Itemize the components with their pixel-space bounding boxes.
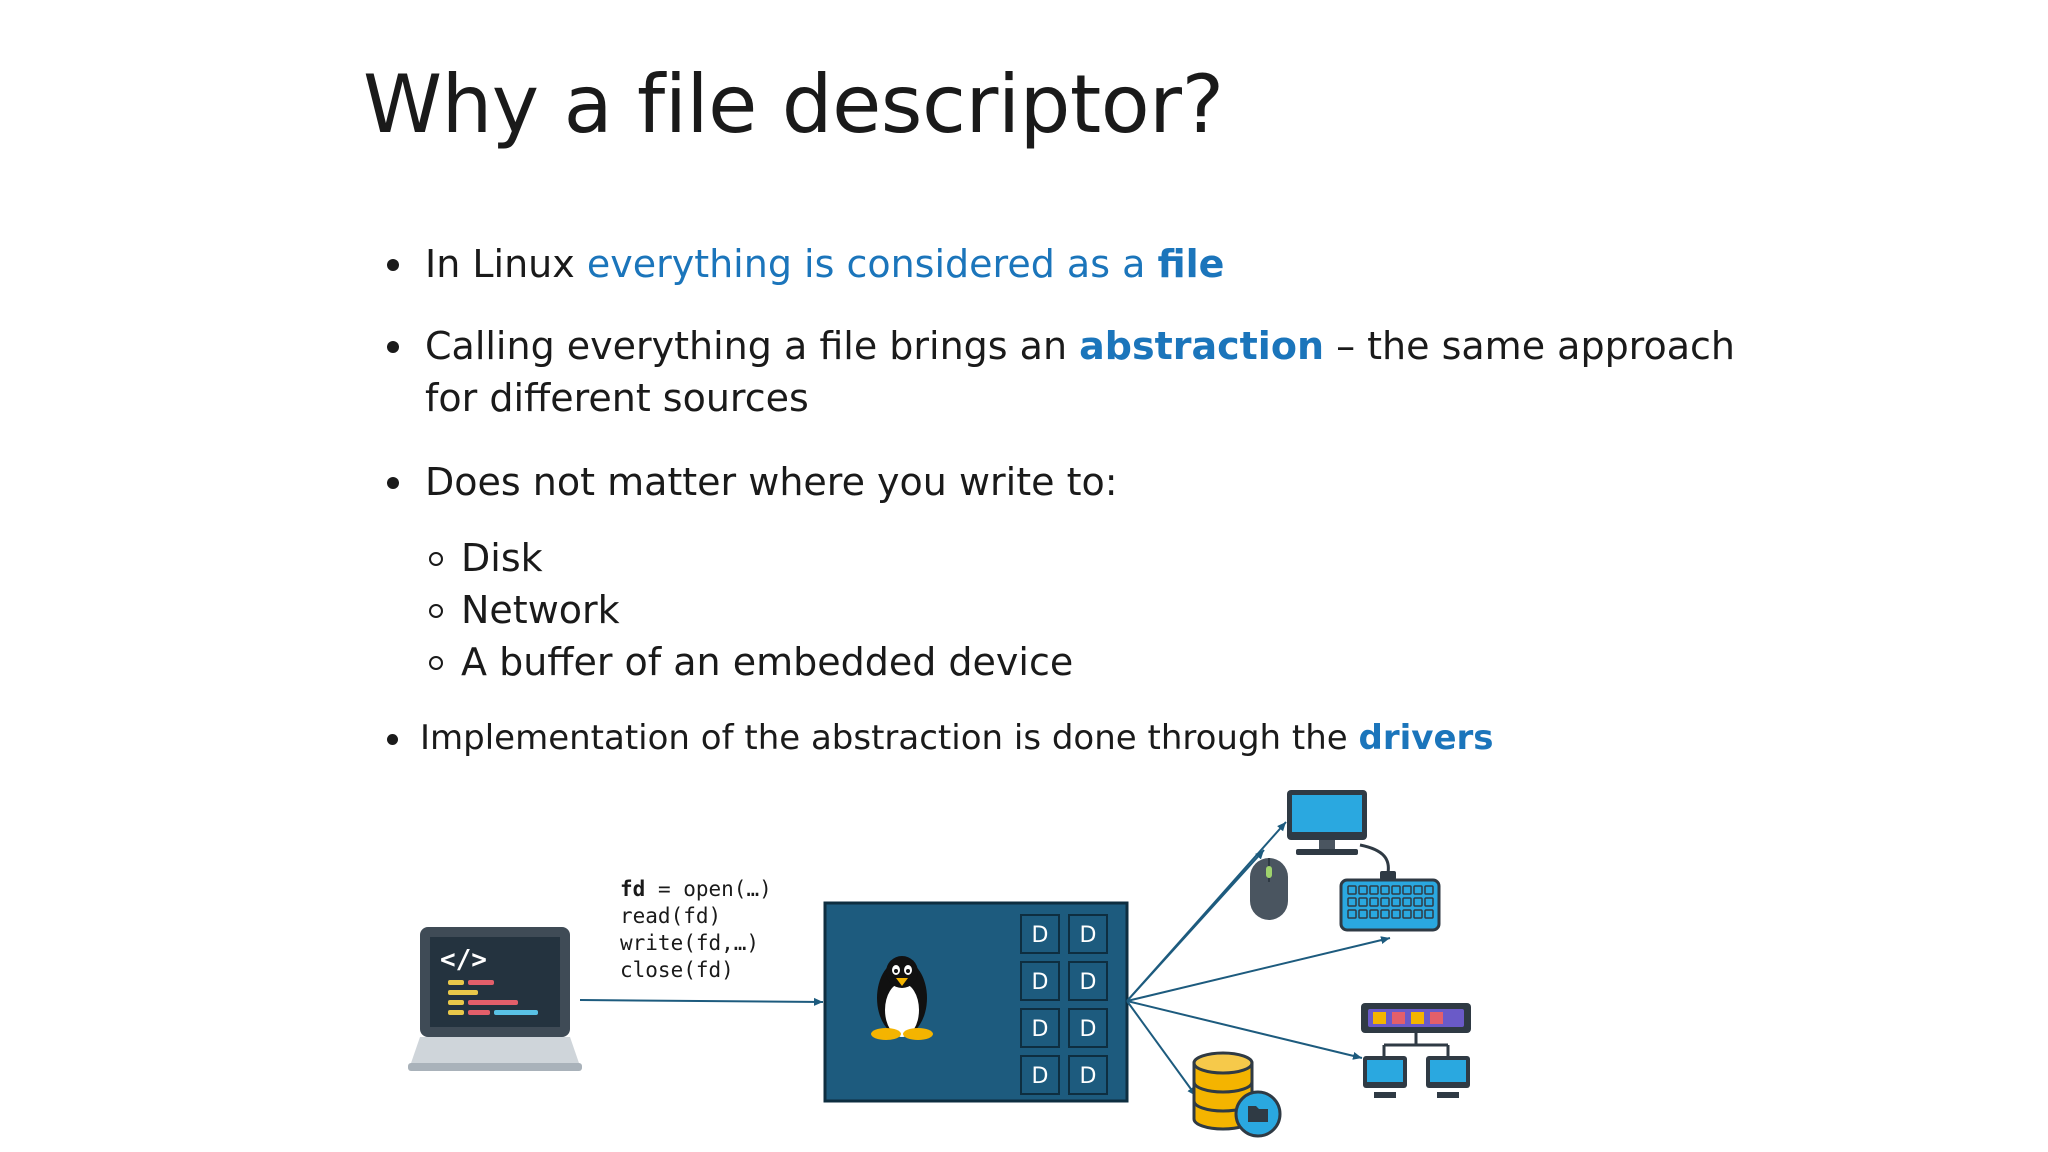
sub-bullet-text: A buffer of an embedded device [461,640,1074,684]
mouse-icon [1250,858,1288,920]
arrow-to-network [1126,1000,1363,1060]
bullet-keyword: drivers [1358,718,1494,758]
sub-bullet-list: Disk Network A buffer of an embedded dev… [383,532,1783,688]
sub-bullet-network: Network [383,584,1783,636]
bullet-write-targets: Does not matter where you write to: [383,456,1783,508]
arrow-to-keyboard [1126,936,1391,1002]
driver-cell: D [1020,1008,1060,1048]
driver-arrows [1126,821,1391,1097]
bullet-keyword: abstraction [1079,324,1324,368]
sub-bullet-ring-icon [429,604,443,618]
sub-bullet-text: Network [461,588,620,632]
driver-cell-label: D [1032,923,1049,948]
driver-cell: D [1068,1008,1108,1048]
bullet-list: In Linux everything is considered as a f… [383,238,1783,764]
bullet-text: Does not matter where you write to: [425,460,1118,504]
code-line-read: read(fd) [620,904,722,928]
database-folder-icon [1192,1051,1282,1138]
sub-bullet-disk: Disk [383,532,1783,584]
arrow-to-disk [1126,1000,1197,1097]
driver-cell-label: D [1032,970,1049,995]
code-line-open: fd = open(…) [620,877,772,901]
bullet-dot-icon [387,477,399,489]
bullet-drivers: Implementation of the abstraction is don… [383,712,1783,764]
bullet-text: Calling everything a file brings an [425,324,1080,368]
bullet-highlight: everything is considered as a [586,242,1158,286]
driver-cell: D [1020,914,1060,954]
bullet-dot-icon [387,341,399,353]
driver-cell-label: D [1080,970,1097,995]
driver-cell-label: D [1080,1064,1097,1089]
driver-cell-label: D [1080,923,1097,948]
syscall-arrow [579,997,824,1006]
driver-cell: D [1020,1055,1060,1095]
bullet-text-rest: – the same approach for different source… [425,324,1735,420]
driver-cell: D [1020,961,1060,1001]
sub-bullet-text: Disk [461,536,543,580]
bullet-keyword: file [1157,242,1225,286]
driver-cell-label: D [1032,1017,1049,1042]
monitor-icon [1287,790,1390,874]
syscall-code-block: fd = open(…) read(fd) write(fd,…) close(… [620,876,772,984]
bullet-text: Implementation of the abstraction is don… [420,718,1359,758]
linux-penguin-icon [871,956,933,1040]
keyboard-icon [1339,871,1441,932]
network-switch-icon [1361,1003,1471,1098]
driver-cell: D [1068,914,1108,954]
bullet-dot-icon [387,259,399,271]
laptop-code-icon: </> [408,927,582,1071]
svg-text:</>: </> [440,945,487,975]
code-line-close: close(fd) [620,958,734,982]
code-line-write: write(fd,…) [620,931,760,955]
bullet-everything-is-file: In Linux everything is considered as a f… [383,238,1783,290]
bullet-text: In Linux [425,242,587,286]
bullet-dot-icon [387,734,398,745]
arrow-to-mouse [1126,849,1265,1002]
sub-bullet-embedded: A buffer of an embedded device [383,636,1783,688]
driver-cell-label: D [1080,1017,1097,1042]
slide-title: Why a file descriptor? [363,58,1224,151]
driver-cell-label: D [1032,1064,1049,1089]
driver-cell: D [1068,961,1108,1001]
driver-cell: D [1068,1055,1108,1095]
bullet-abstraction: Calling everything a file brings an abst… [383,320,1783,424]
sub-bullet-ring-icon [429,552,443,566]
sub-bullet-ring-icon [429,656,443,670]
